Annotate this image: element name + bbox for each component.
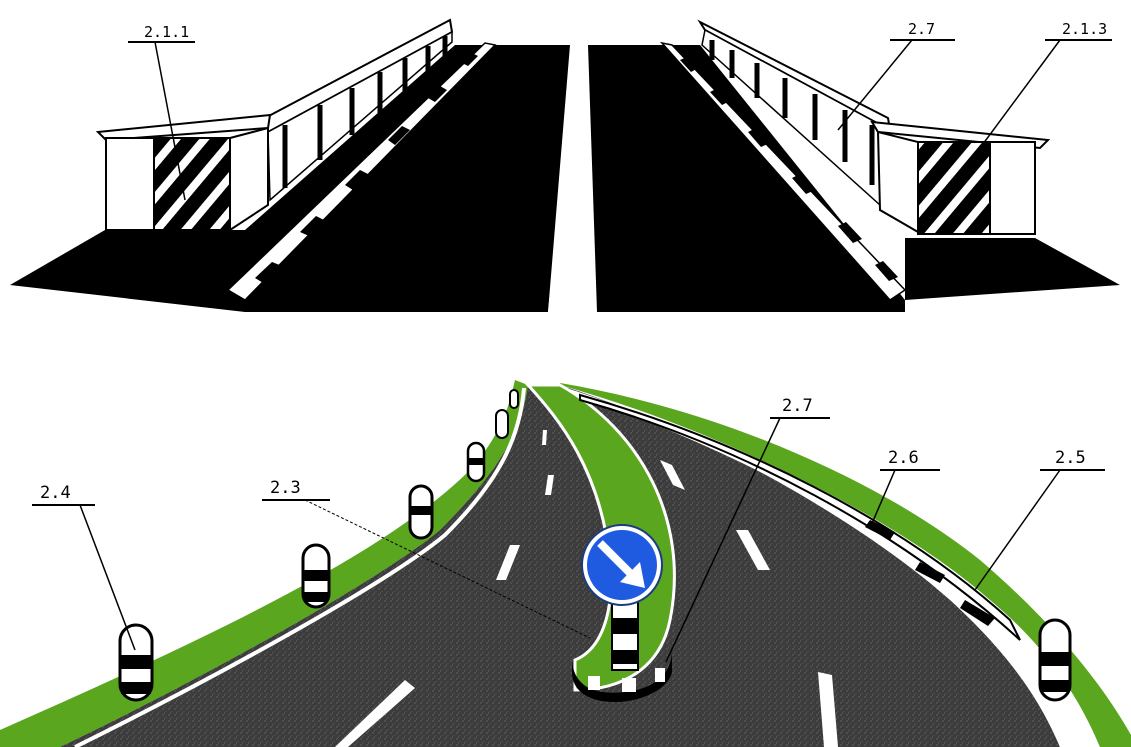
bollard-2 (303, 545, 329, 607)
right-abutment (872, 122, 1048, 234)
bollard-4 (468, 443, 484, 481)
bridge-illustration: 2.1.1 2.7 2.1.3 (10, 20, 1120, 312)
road-surface (60, 385, 1060, 747)
label-2-1-1: 2.1.1 (144, 23, 189, 41)
label-2-4: 2.4 (40, 483, 71, 503)
hatched-face-2-1-3 (918, 142, 990, 234)
left-abutment (98, 115, 270, 230)
interchange-illustration: 2.4 2.3 2.7 2.6 2.5 (0, 380, 1131, 747)
label-2-6: 2.6 (888, 448, 919, 468)
hatched-face-2-1-1 (154, 138, 230, 230)
callout-2-4: 2.4 (32, 483, 135, 650)
label-2-1-3: 2.1.3 (1062, 20, 1107, 38)
bollard-5 (496, 410, 508, 438)
label-2-3: 2.3 (270, 478, 301, 498)
label-2-7-top: 2.7 (908, 20, 935, 38)
bollard-1 (120, 625, 152, 700)
label-2-5: 2.5 (1055, 448, 1086, 468)
label-2-7-bottom: 2.7 (782, 396, 813, 416)
bollard-6 (510, 390, 518, 408)
callout-2-5: 2.5 (975, 448, 1105, 590)
bollard-3 (410, 486, 432, 538)
keep-right-arrow-icon (582, 525, 662, 605)
bollard-right (1040, 620, 1070, 700)
